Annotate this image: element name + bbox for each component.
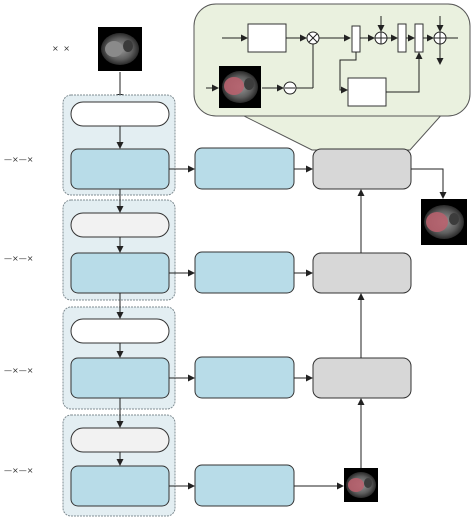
encoder-block <box>70 148 170 190</box>
stage-size-label-4: —×—× <box>4 466 33 475</box>
stage-header-box <box>70 101 170 127</box>
attention-bar1-to-lower-box-line <box>339 52 357 94</box>
segmented-liver-mri-icon <box>344 468 378 502</box>
encoder-stage-2 <box>62 199 176 301</box>
decoder-to-output-arrow <box>411 168 447 199</box>
input-size-label: × × <box>52 44 71 53</box>
encoder-stage-3 <box>62 306 176 410</box>
bridge-block-4 <box>194 464 295 507</box>
encoder-block <box>70 357 170 399</box>
bridge-block-2 <box>194 251 295 294</box>
abdominal-mri-slice-icon <box>98 27 142 71</box>
attention-bar-2 <box>397 23 407 53</box>
attention-conv-box-top <box>247 23 287 53</box>
decoder-block-3 <box>312 357 412 399</box>
encoder-stage-1 <box>62 94 176 196</box>
attention-gate-panel <box>193 3 471 151</box>
encoder-stage-4 <box>62 414 176 517</box>
stage-size-label-2: —×—× <box>4 254 33 263</box>
decoder-block-1 <box>312 148 412 190</box>
stage-size-label-3: —×—× <box>4 366 33 375</box>
bridge-block-3 <box>194 356 295 399</box>
attention-conv-box-lower <box>347 77 387 107</box>
stage-header-box <box>70 427 170 453</box>
attention-bar-3 <box>414 23 424 53</box>
add-circle-icon <box>433 31 447 45</box>
segmented-liver-mri-icon <box>219 66 261 108</box>
encoder-block <box>70 252 170 294</box>
multiply-circle-icon <box>306 31 320 45</box>
add-circle-icon <box>374 31 388 45</box>
stage-header-box <box>70 318 170 344</box>
attention-bar-1 <box>351 25 361 53</box>
stage-header-box <box>70 212 170 238</box>
encoder-block <box>70 465 170 507</box>
decoder-block-2 <box>312 252 412 294</box>
bridge-block-1 <box>194 147 295 190</box>
attention-lower-box-to-bar3-line <box>386 52 423 93</box>
stage-size-label-1: —×—× <box>4 155 33 164</box>
segmented-liver-mri-icon <box>421 199 467 245</box>
